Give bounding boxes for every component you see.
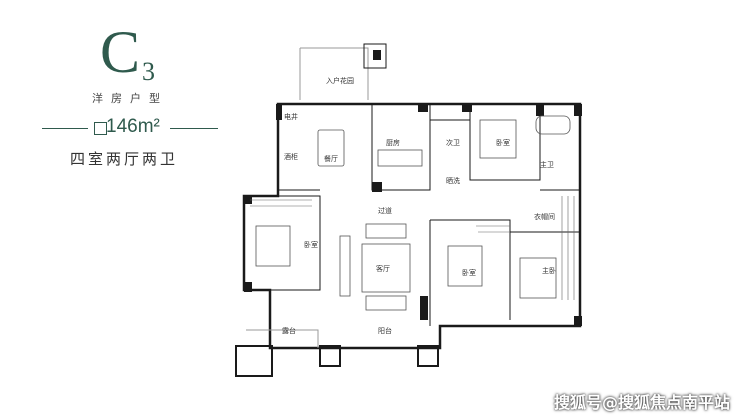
furniture <box>235 115 571 377</box>
area-icon <box>94 122 107 135</box>
room-cloakroom: 衣帽间 <box>534 213 555 221</box>
type-code-number: 3 <box>142 57 156 86</box>
wall-posts <box>244 50 582 326</box>
room-elevator: 电井 <box>284 113 298 121</box>
house-type-label: 洋房户型 <box>92 92 168 105</box>
room-bedroom-ne: 卧室 <box>496 139 510 147</box>
room-bedroom-w: 卧室 <box>304 241 318 249</box>
area-row: 146m² <box>42 116 222 140</box>
room-entry-garden: 入户花园 <box>326 77 354 85</box>
layout-description: 四室两厅两卫 <box>70 150 179 168</box>
room-terrace: 露台 <box>282 327 296 335</box>
type-code: C3 <box>100 19 156 94</box>
divider-right <box>170 128 218 129</box>
room-living: 客厅 <box>376 265 390 273</box>
room-master-bedroom: 主卧 <box>542 267 556 275</box>
room-wine-cabinet: 酒柜 <box>284 153 298 161</box>
room-laundry: 晒洗 <box>446 177 460 185</box>
area-value: 146m² <box>106 116 160 137</box>
watermark: 搜狐号@搜狐焦点南平站 <box>553 393 730 412</box>
room-bedroom-c: 卧室 <box>462 269 476 277</box>
room-second-bath: 次卫 <box>446 139 460 147</box>
room-corridor: 过道 <box>378 207 392 215</box>
room-dining: 餐厅 <box>324 155 338 163</box>
room-master-bath: 主卫 <box>540 161 554 169</box>
type-code-letter: C <box>100 19 141 85</box>
closets <box>250 196 575 300</box>
divider-left <box>42 128 88 129</box>
room-balcony: 阳台 <box>378 327 392 335</box>
room-kitchen: 厨房 <box>386 139 400 147</box>
